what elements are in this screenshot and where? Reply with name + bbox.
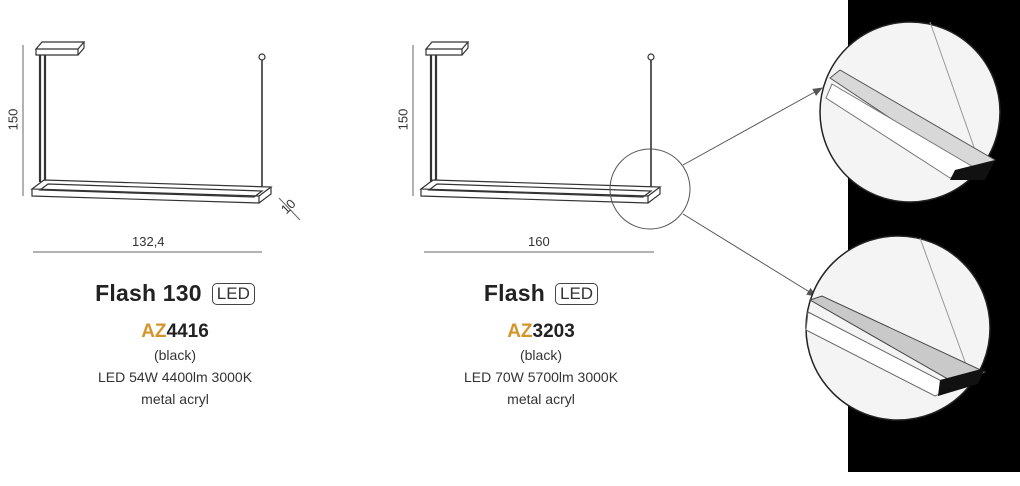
detail-photo-bottom	[805, 235, 991, 421]
code-prefix: AZ	[507, 321, 533, 342]
leader-arrow-top	[682, 87, 823, 166]
width-label-flash: 160	[528, 234, 550, 249]
led-badge: LED	[555, 282, 599, 305]
product-card-flash: Flash LED AZ3203 (black) LED 70W 5700lm …	[426, 280, 656, 407]
product-specs: LED 70W 5700lm 3000K	[463, 369, 619, 385]
product-card-flash-130: Flash 130 LED AZ4416 (black) LED 54W 440…	[60, 280, 290, 407]
product-material: metal acryl	[507, 391, 575, 407]
lamp-drawing-flash	[419, 41, 662, 204]
product-name: Flash 130	[95, 280, 202, 306]
leader-arrow-bottom	[682, 213, 817, 297]
detail-highlight-circle	[609, 148, 691, 230]
detail-photo-top	[819, 21, 1001, 203]
lamp-drawing-flash-130	[30, 41, 273, 204]
dimension-lines-flash-130	[22, 45, 301, 253]
product-code: AZ4416	[60, 321, 290, 343]
product-code: AZ3203	[426, 321, 656, 343]
code-number: 4416	[166, 321, 209, 342]
width-label-flash-130: 132,4	[132, 234, 165, 249]
product-color: (black)	[519, 347, 562, 363]
led-badge: LED	[211, 282, 255, 305]
code-prefix: AZ	[141, 321, 167, 342]
product-color: (black)	[153, 347, 196, 363]
height-label-flash: 150	[395, 108, 411, 131]
product-specs: LED 54W 4400lm 3000K	[97, 369, 253, 385]
product-name: Flash	[483, 280, 545, 306]
height-label-flash-130: 150	[5, 108, 21, 131]
code-number: 3203	[532, 321, 575, 342]
product-material: metal acryl	[141, 391, 209, 407]
dimension-lines-flash	[412, 45, 654, 253]
